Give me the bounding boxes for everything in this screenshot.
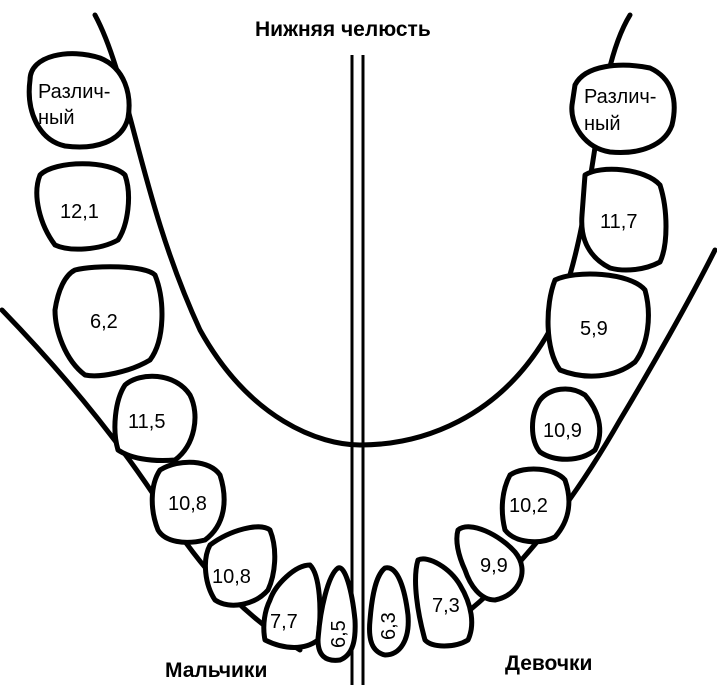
- tooth-girls-2: [579, 166, 669, 273]
- tooth-label: 10,9: [543, 420, 582, 442]
- tooth-label: ный: [38, 107, 75, 129]
- tooth-label: 5,9: [580, 318, 608, 340]
- tooth-label: 6,2: [90, 311, 118, 333]
- tooth-label: 6,5: [328, 620, 350, 648]
- tooth-label: 12,1: [60, 201, 99, 223]
- tooth-boys-5: [149, 459, 227, 545]
- tooth-boys-8: [315, 565, 358, 663]
- tooth-label: Различ-: [584, 86, 656, 108]
- tooth-boys-variable: [26, 51, 132, 150]
- tooth-label: 10,8: [168, 493, 207, 515]
- girls-label: Девочки: [505, 652, 592, 675]
- tooth-label: 10,2: [509, 495, 548, 517]
- tooth-girls-8: [367, 565, 411, 658]
- tooth-girls-4: [530, 386, 603, 462]
- tooth-girls-3: [545, 271, 651, 379]
- tooth-label: 11,5: [128, 411, 165, 433]
- girls-teeth: Различ- ный 11,7 5,9 10,9 10,2 9,9 7,3 6…: [367, 62, 677, 658]
- boys-label: Мальчики: [165, 659, 267, 682]
- tooth-label: ный: [584, 113, 621, 135]
- tooth-label: 11,7: [600, 211, 637, 233]
- tooth-boys-3: [52, 264, 165, 379]
- tooth-boys-6: [202, 524, 278, 608]
- tooth-label: 6,3: [378, 612, 400, 640]
- tooth-label: Различ-: [38, 81, 110, 103]
- tooth-girls-variable: [569, 62, 677, 156]
- diagram-title: Нижняя челюсть: [255, 18, 431, 41]
- boys-teeth: Различ- ный 12,1 6,2 11,5 10,8 10,8 7,7 …: [26, 51, 358, 663]
- tooth-boys-4: [112, 373, 198, 463]
- tooth-label: 7,7: [270, 611, 298, 633]
- tooth-girls-7: [413, 556, 475, 649]
- tooth-label: 9,9: [480, 555, 508, 577]
- tooth-girls-5: [499, 466, 572, 545]
- tooth-boys-2: [34, 161, 132, 252]
- tooth-label: 7,3: [432, 595, 460, 617]
- tooth-girls-6: [454, 524, 525, 603]
- tooth-label: 10,8: [212, 566, 251, 588]
